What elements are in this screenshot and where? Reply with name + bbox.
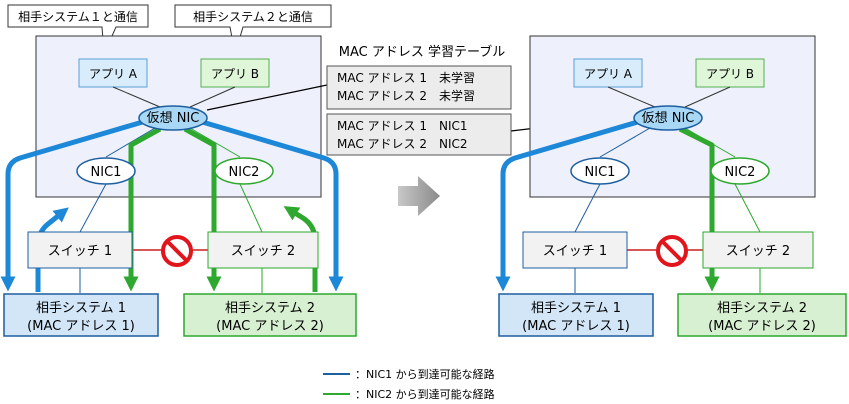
right-virtual-nic bbox=[633, 105, 703, 131]
app-b-box bbox=[200, 58, 270, 88]
left-nic2 bbox=[214, 157, 274, 185]
mac-table-left-connector bbox=[206, 84, 328, 111]
right-virtual-nic-label: 仮想 NIC bbox=[642, 110, 695, 126]
mac-table-before-box bbox=[326, 65, 512, 110]
app-b-label: アプリ B bbox=[211, 67, 259, 81]
mac-table-after-row-2: MAC アドレス 2 NIC2 bbox=[337, 137, 468, 151]
right-nic1 bbox=[570, 157, 630, 185]
left-nic2-links bbox=[189, 127, 263, 293]
left-nic1-label: NIC1 bbox=[91, 165, 122, 180]
mac-table-before-row-2: MAC アドレス 2 未学習 bbox=[337, 88, 475, 103]
callout-app-b-text: 相手システム２と通信 bbox=[193, 10, 313, 24]
mac-table-after-box bbox=[326, 113, 512, 156]
mac-table: MAC アドレス 学習テーブル MAC アドレス 1 未学習 MAC アドレス … bbox=[206, 44, 638, 156]
right-app-b-box bbox=[695, 58, 765, 88]
right-system-1-name: 相手システム 1 bbox=[531, 301, 621, 316]
left-virtual-nic bbox=[138, 105, 208, 131]
right-system-2 bbox=[677, 293, 847, 337]
right-app-a-box bbox=[573, 58, 643, 88]
right-system-1 bbox=[498, 293, 654, 337]
app-a-label: アプリ A bbox=[89, 67, 138, 81]
left-system-2 bbox=[183, 293, 357, 337]
left-system-1-mac: (MAC アドレス 1) bbox=[27, 319, 135, 334]
left-switch-1 bbox=[27, 231, 133, 269]
left-system-1-name: 相手システム 1 bbox=[36, 301, 126, 316]
legend-nic2-text: ：NIC2 から到達可能な経路 bbox=[355, 387, 495, 401]
left-blocked-icon bbox=[161, 235, 193, 267]
right-switch-1 bbox=[522, 231, 628, 269]
left-switch-2-label: スイッチ 2 bbox=[231, 244, 295, 259]
left-system-2-mac: (MAC アドレス 2) bbox=[216, 319, 324, 334]
mac-table-title: MAC アドレス 学習テーブル bbox=[339, 44, 505, 60]
left-thin-lines bbox=[112, 86, 236, 108]
left-nic2-label: NIC2 bbox=[229, 165, 260, 180]
callout-app-a-text: 相手システム１と通信 bbox=[18, 10, 138, 24]
right-blue-path bbox=[495, 118, 642, 292]
app-a-box bbox=[78, 58, 148, 88]
legend-nic1-text: ：NIC1 から到達可能な経路 bbox=[355, 367, 495, 381]
right-switch-2 bbox=[702, 231, 814, 269]
left-virtual-nic-label: 仮想 NIC bbox=[147, 110, 200, 126]
left-nic1 bbox=[76, 157, 136, 185]
right-thin-lines bbox=[607, 86, 731, 108]
right-system-1-mac: (MAC アドレス 1) bbox=[522, 319, 630, 334]
legend: ：NIC1 から到達可能な経路 ：NIC2 から到達可能な経路 bbox=[323, 367, 495, 401]
right-nic1-links bbox=[574, 127, 651, 293]
transition-arrow-icon bbox=[398, 176, 440, 216]
right-nic2-label: NIC2 bbox=[725, 165, 756, 180]
right-nic1-label: NIC1 bbox=[585, 165, 616, 180]
right-diagram: アプリ A アプリ B 仮想 NIC NIC1 NIC2 スイッチ 1 bbox=[495, 35, 847, 337]
mac-table-after-row-1: MAC アドレス 1 NIC1 bbox=[337, 119, 468, 133]
left-switch-1-label: スイッチ 1 bbox=[48, 244, 112, 259]
right-app-a-label: アプリ A bbox=[584, 67, 633, 81]
left-system-1 bbox=[3, 293, 159, 337]
right-system-2-mac: (MAC アドレス 2) bbox=[708, 319, 816, 334]
right-blocked-icon bbox=[656, 235, 688, 267]
left-system-2-name: 相手システム 2 bbox=[225, 301, 315, 316]
mac-table-before-row-1: MAC アドレス 1 未学習 bbox=[337, 70, 475, 85]
left-switch-2 bbox=[207, 231, 319, 269]
right-switch-2-label: スイッチ 2 bbox=[726, 244, 790, 259]
left-diagram: 相手システム１と通信 相手システム２と通信 アプリ A アプリ B bbox=[0, 4, 357, 337]
right-app-b-label: アプリ B bbox=[706, 67, 754, 81]
right-switch-1-label: スイッチ 1 bbox=[543, 244, 607, 259]
right-nic2 bbox=[710, 157, 770, 185]
right-system-2-name: 相手システム 2 bbox=[717, 301, 807, 316]
